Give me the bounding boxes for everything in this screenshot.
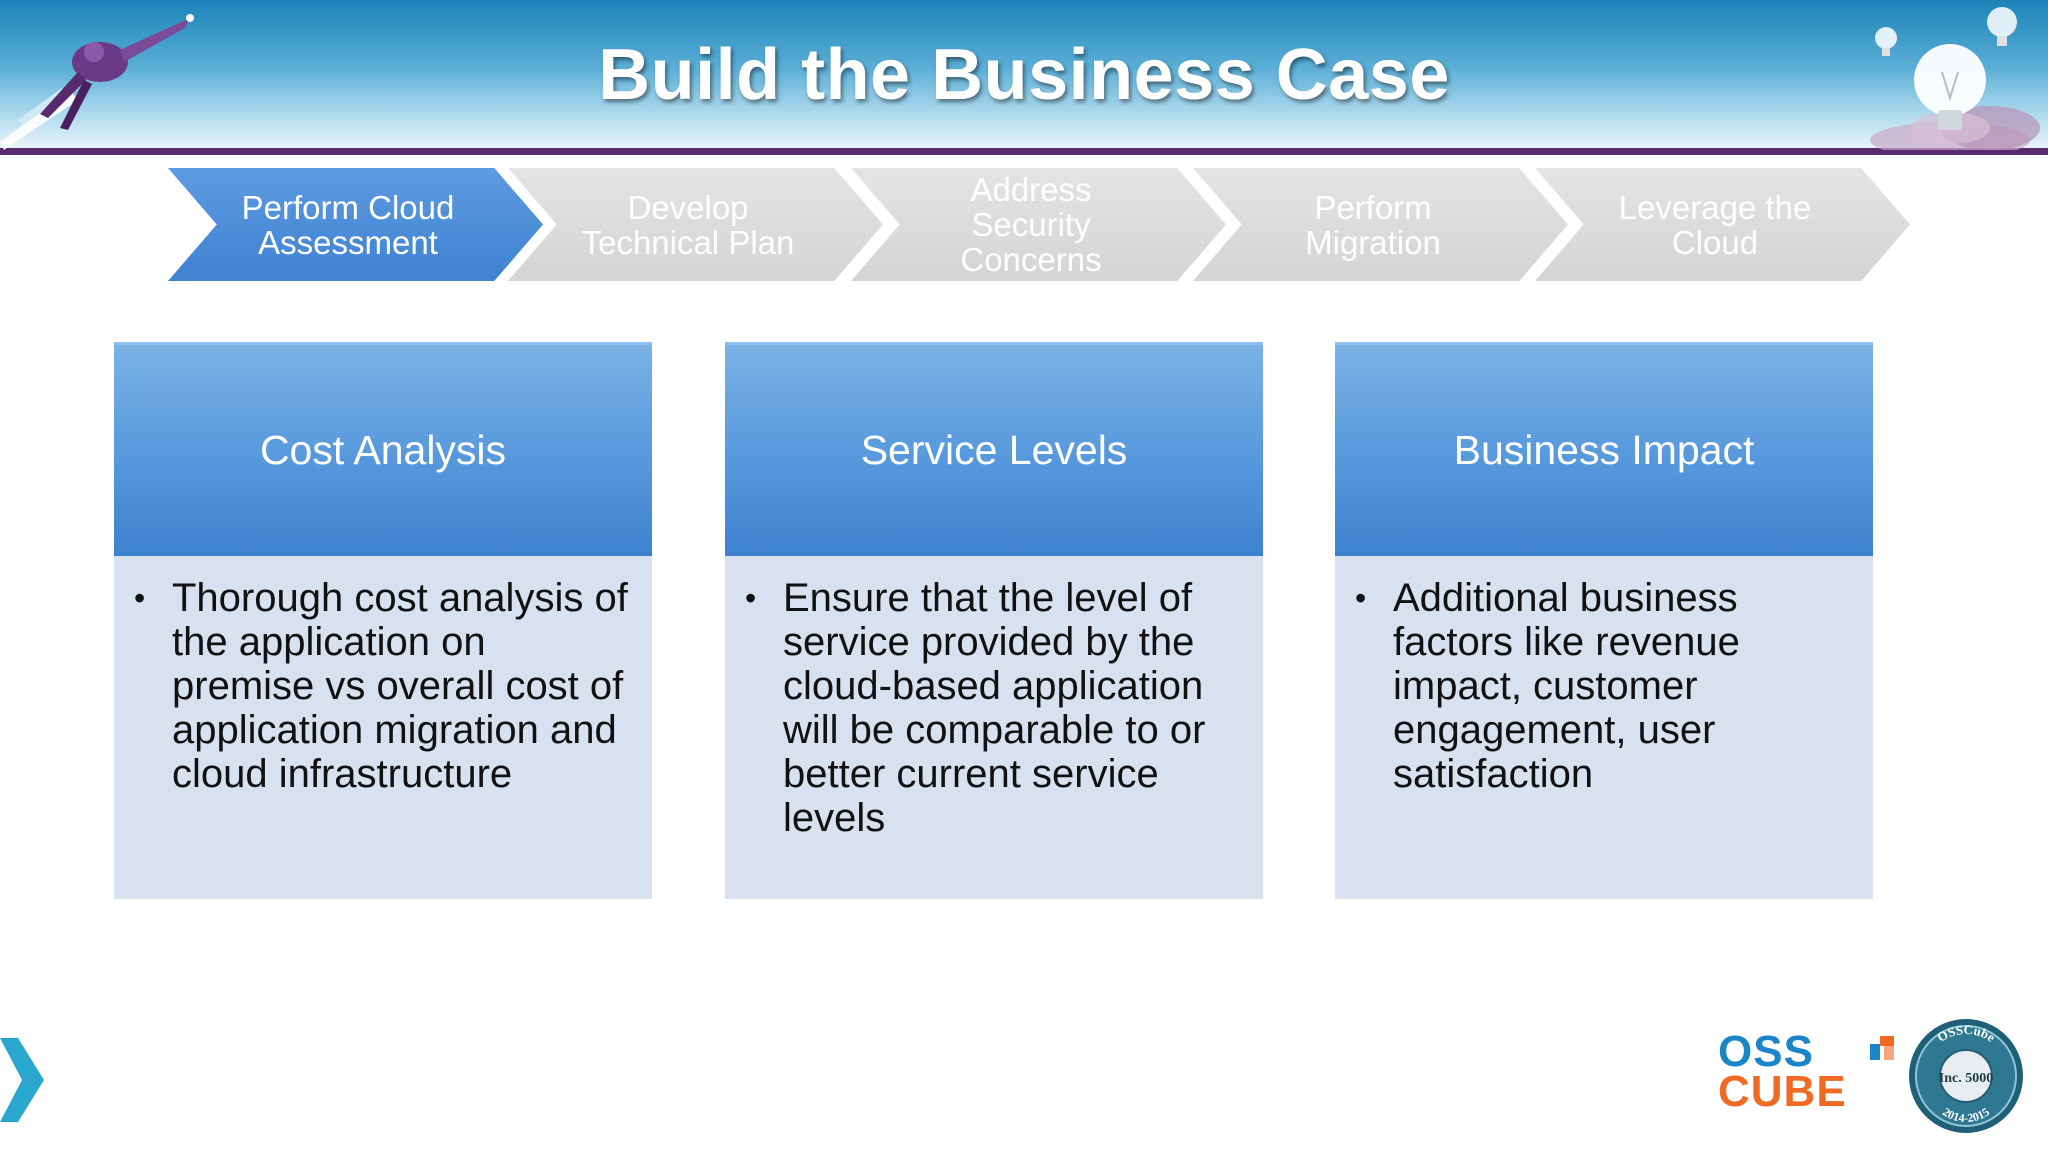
bullet-icon: • — [1355, 580, 1367, 616]
header-divider — [0, 148, 2048, 155]
card-header: Business Impact — [1335, 342, 1873, 556]
page-title: Build the Business Case — [598, 35, 1450, 115]
card-title: Service Levels — [860, 427, 1128, 473]
step-label: Address Security Concerns — [960, 171, 1102, 278]
badge-center-text: Inc. 5000 — [1939, 1071, 1993, 1086]
process-steps: Perform Cloud Assessment Develop Technic… — [0, 168, 2048, 283]
step-perform-migration[interactable]: Perform Migration — [1193, 168, 1568, 281]
step-address-security-concerns[interactable]: Address Security Concerns — [851, 168, 1226, 281]
card-bullet: • Additional business factors like revenu… — [1355, 576, 1849, 796]
badge-years-text: 2014-2015 — [1940, 1105, 1992, 1125]
inc5000-seal: OSSCube Inc. 5000 2014-2015 — [1909, 1019, 2023, 1133]
card-title: Cost Analysis — [259, 427, 507, 473]
step-perform-cloud-assessment[interactable]: Perform Cloud Assessment — [168, 168, 543, 281]
card-body: • Thorough cost analysis of the applicati… — [114, 556, 652, 899]
card-cost-analysis: Cost Analysis • Thorough cost analysis of… — [114, 342, 652, 899]
card-bullet-text: Ensure that the level of service provide… — [783, 576, 1206, 840]
step-shape — [508, 168, 883, 281]
osscube-logo: OSS CUBE — [1718, 1027, 1894, 1114]
chevron-right-icon[interactable] — [0, 1030, 46, 1130]
rocket-person-icon — [0, 14, 194, 150]
step-label: Perform Migration — [1305, 188, 1441, 261]
card-header: Service Levels — [725, 342, 1263, 556]
step-develop-technical-plan[interactable]: Develop Technical Plan — [508, 168, 883, 281]
card-business-impact: Business Impact • Additional business fac… — [1335, 342, 1873, 899]
step-leverage-the-cloud[interactable]: Leverage the Cloud — [1535, 168, 1910, 281]
logo-text-oss: OSS — [1718, 1027, 1814, 1076]
bullet-icon: • — [134, 580, 146, 616]
step-shape — [1193, 168, 1568, 281]
card-header: Cost Analysis — [114, 342, 652, 556]
step-shape — [168, 168, 543, 281]
bullet-icon: • — [745, 580, 757, 616]
logo-text-cube: CUBE — [1718, 1067, 1847, 1116]
header-band — [0, 0, 2048, 150]
step-label: Develop Technical Plan — [581, 188, 795, 261]
logo-mark-icon — [1870, 1036, 1894, 1060]
step-shape — [1535, 168, 1910, 281]
step-shape — [851, 168, 1226, 281]
card-bullet: • Ensure that the level of service provid… — [745, 576, 1239, 840]
card-bullet-text: Thorough cost analysis of the applicatio… — [172, 576, 628, 796]
step-label: Perform Cloud Assessment — [241, 188, 455, 261]
lightbulb-cloud-icon — [1870, 7, 2040, 150]
step-label: Leverage the Cloud — [1618, 188, 1812, 261]
card-service-levels: Service Levels • Ensure that the level of… — [725, 342, 1263, 899]
card-bullet-text: Additional business factors like revenue… — [1393, 576, 1740, 796]
card-bullet: • Thorough cost analysis of the applicati… — [134, 576, 628, 796]
card-body: • Ensure that the level of service provid… — [725, 556, 1263, 899]
card-title: Business Impact — [1453, 427, 1755, 473]
card-body: • Additional business factors like revenu… — [1335, 556, 1873, 899]
